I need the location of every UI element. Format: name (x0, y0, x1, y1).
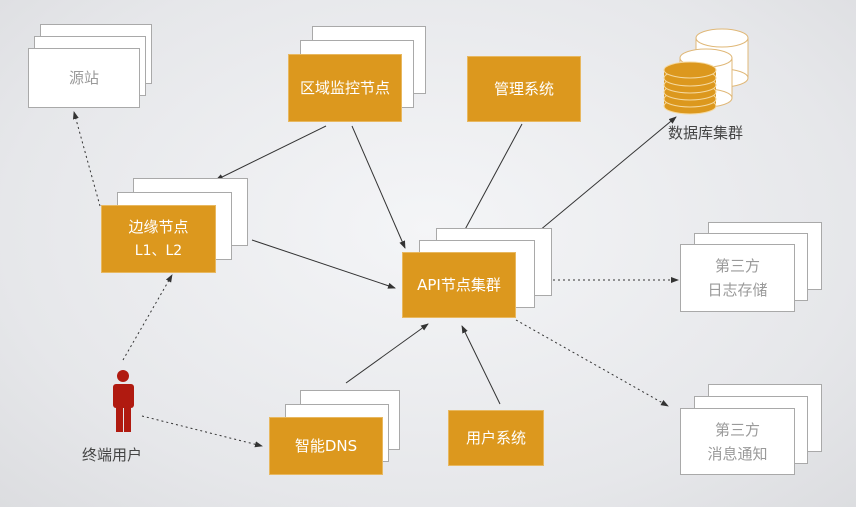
edge-label: 边缘节点 (128, 218, 189, 236)
log-label-1: 第三方 (714, 257, 760, 275)
arrow-api-db (532, 116, 677, 237)
database-icon (663, 28, 749, 115)
arrow-edge-api (251, 239, 396, 289)
notify-node[interactable]: 第三方 消息通知 (680, 408, 795, 475)
database-label: 数据库集群 (668, 124, 744, 142)
user-system-node[interactable]: 用户系统 (448, 410, 544, 466)
arrow-usersys-api (461, 325, 501, 405)
log-label-2: 日志存储 (707, 281, 768, 299)
user-system-label: 用户系统 (465, 429, 526, 447)
management-node[interactable]: 管理系统 (467, 56, 581, 122)
arrow-edge-origin (72, 111, 101, 207)
region-monitor-label: 区域监控节点 (299, 79, 390, 97)
edge-node[interactable]: 边缘节点 L1、L2 (101, 205, 216, 273)
arrow-api-notify (515, 319, 669, 407)
arrow-user-dns (141, 415, 263, 448)
arrow-user-edge (122, 274, 173, 361)
management-label: 管理系统 (493, 80, 554, 98)
api-cluster-node[interactable]: API节点集群 (402, 252, 516, 318)
arrow-region-api (351, 125, 406, 249)
dns-label: 智能DNS (294, 437, 358, 455)
dns-node[interactable]: 智能DNS (269, 417, 383, 475)
log-storage-node[interactable]: 第三方 日志存储 (680, 244, 795, 312)
edge-sublabel: L1、L2 (134, 243, 183, 259)
origin-node[interactable]: 源站 (28, 48, 140, 108)
region-monitor-node[interactable]: 区域监控节点 (288, 54, 402, 122)
arrow-region-edge (215, 125, 327, 181)
arrow-mgmt-api (454, 123, 523, 249)
notify-label-1: 第三方 (714, 420, 760, 439)
end-user-label: 终端用户 (82, 446, 143, 464)
origin-label: 源站 (68, 69, 99, 87)
notify-label-2: 消息通知 (707, 444, 768, 463)
api-label: API节点集群 (417, 276, 501, 294)
arrow-dns-api (345, 323, 429, 384)
person-icon (113, 370, 134, 432)
